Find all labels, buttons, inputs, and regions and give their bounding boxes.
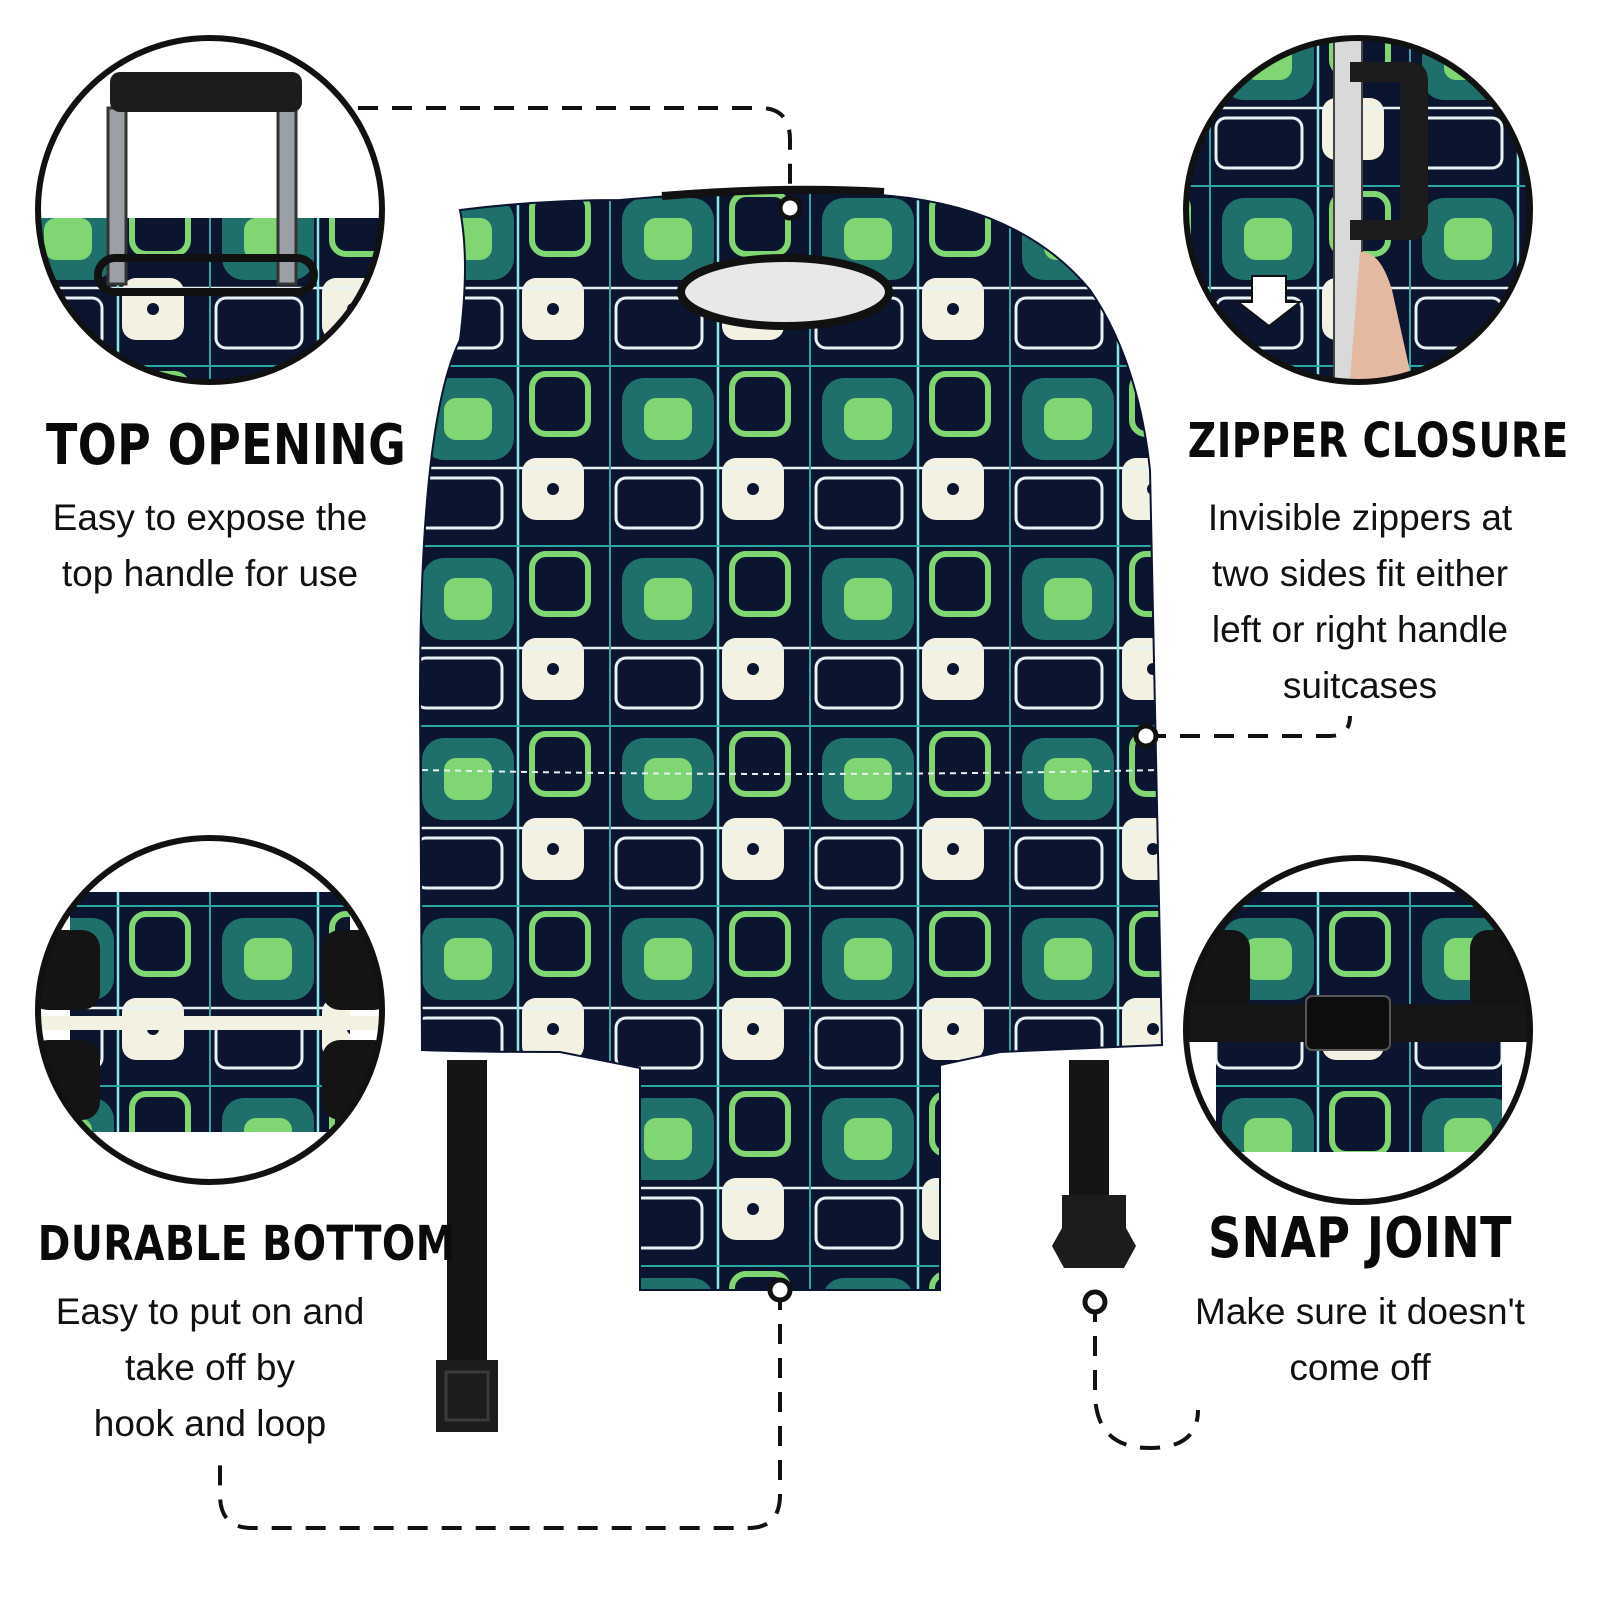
description-line: suitcases (1282, 665, 1438, 706)
description-line: two sides fit either (1211, 553, 1509, 594)
description-top-opening: Easy to expose the top handle for use (10, 490, 410, 602)
strap-left (436, 1060, 498, 1432)
cover-body (418, 191, 1164, 1291)
detail-circle-durable-bottom (35, 835, 385, 1185)
strap-right (1052, 1060, 1136, 1268)
heading-durable-bottom: DURABLE BOTTOM (37, 1216, 456, 1272)
detail-circle-snap-joint (1183, 855, 1533, 1205)
description-line: Make sure it doesn't (1195, 1291, 1525, 1332)
heading-zipper-closure: ZIPPER CLOSURE (1187, 413, 1569, 469)
description-zipper-closure: Invisible zippers at two sides fit eithe… (1150, 490, 1570, 714)
dot-marker-icon (767, 195, 1159, 1315)
description-line: Invisible zippers at (1207, 497, 1513, 538)
arrow-down-icon (1235, 275, 1303, 328)
buckle (1052, 1195, 1136, 1268)
description-durable-bottom: Easy to put on and take off by hook and … (0, 1284, 420, 1452)
description-line: Easy to put on and (55, 1291, 365, 1332)
description-line: Easy to expose the (52, 497, 368, 538)
description-snap-joint: Make sure it doesn't come off (1150, 1284, 1570, 1396)
description-line: come off (1289, 1347, 1431, 1388)
detail-circle-zipper-closure (1183, 35, 1533, 385)
luggage-cover (418, 185, 1164, 1432)
description-line: hook and loop (93, 1403, 327, 1444)
heading-snap-joint: SNAP JOINT (1208, 1206, 1512, 1271)
detail-circle-top-opening (35, 35, 385, 385)
top-handle-opening (677, 254, 893, 330)
callout-connectors (218, 106, 1352, 1530)
description-line: left or right handle (1211, 609, 1509, 650)
description-line: top handle for use (61, 553, 359, 594)
heading-top-opening: TOP OPENING (46, 413, 407, 478)
description-line: take off by (124, 1347, 296, 1388)
